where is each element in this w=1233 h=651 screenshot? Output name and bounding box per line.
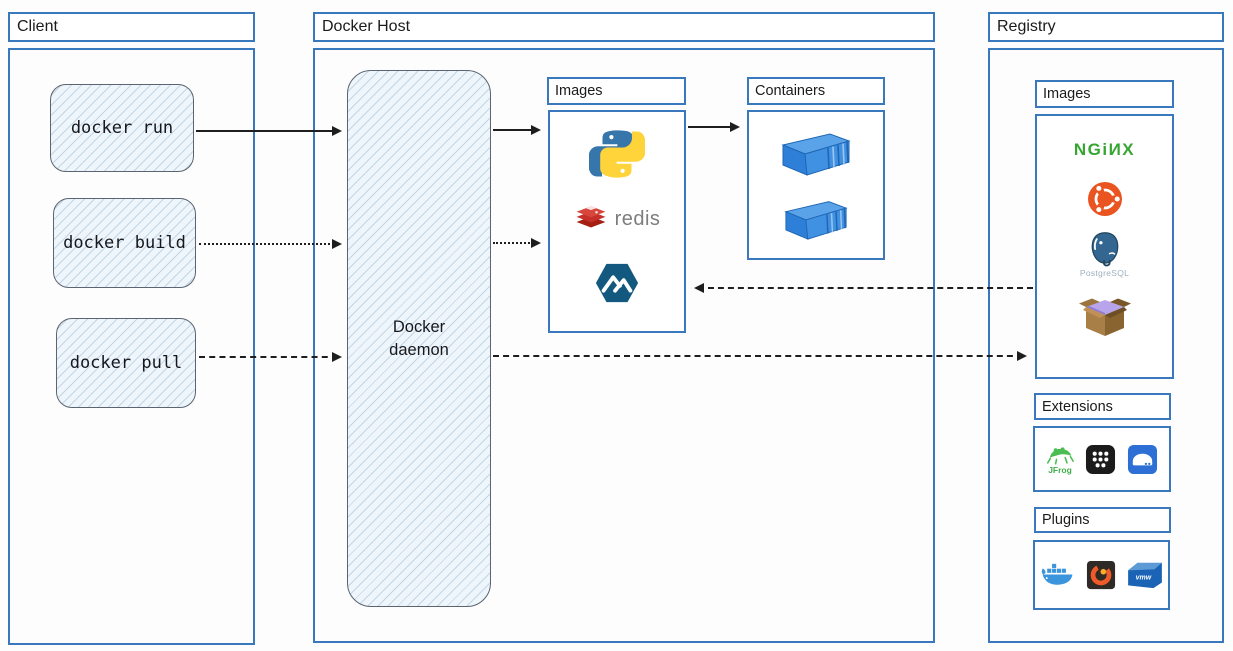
arrow-pull-to-daemon (199, 352, 342, 362)
docker-host-section (313, 48, 935, 643)
host-images-panel-title: Images (547, 77, 686, 105)
registry-images-panel: NGiИX PostgreSQL (1035, 114, 1174, 379)
arrow-daemon-to-images (493, 125, 541, 135)
docker-daemon-box: Docker daemon (347, 70, 491, 607)
client-title-box: Client (8, 12, 255, 42)
ubuntu-icon (1087, 182, 1122, 216)
server-icon (1127, 444, 1158, 474)
registry-section (988, 48, 1224, 643)
docker-host-title-box: Docker Host (313, 12, 935, 42)
postgresql-icon (1091, 232, 1118, 267)
plugins-title-text: Plugins (1042, 512, 1090, 528)
containers-title-text: Containers (755, 83, 826, 99)
plugins-panel: vmw (1033, 540, 1170, 610)
busybox-icon (1078, 298, 1131, 336)
arrow-registry-to-images (694, 283, 1033, 293)
container-icon (784, 201, 848, 240)
docker-run-box: docker run (50, 84, 194, 172)
extensions-panel-title: Extensions (1034, 393, 1171, 420)
host-images-title-text: Images (555, 83, 603, 99)
docker-pull-box: docker pull (56, 318, 196, 408)
nginx-logo: NGiИX (1073, 140, 1136, 159)
registry-title-box: Registry (988, 12, 1224, 42)
dots-grid-icon (1085, 444, 1116, 474)
docker-host-title: Docker Host (322, 18, 411, 35)
python-icon (589, 130, 645, 178)
client-section (8, 48, 255, 645)
docker-build-box: docker build (53, 198, 196, 288)
registry-images-title-text: Images (1043, 86, 1091, 102)
vmware-icon: vmw (1127, 562, 1162, 589)
host-images-panel: redis (548, 110, 686, 333)
client-title: Client (17, 18, 58, 35)
arrow-build-to-daemon (199, 239, 342, 249)
docker-run-label: docker run (70, 118, 174, 138)
vmware-logo-text: vmw (1135, 575, 1151, 582)
grafana-icon (1086, 560, 1115, 590)
container-icon (781, 133, 851, 176)
jfrog-icon (1046, 446, 1074, 465)
postgresql-logo-text: PostgreSQL (1079, 268, 1130, 278)
plugins-panel-title: Plugins (1034, 507, 1171, 533)
extensions-title-text: Extensions (1042, 398, 1113, 415)
jfrog-logo-text: JFrog (1048, 464, 1072, 475)
arrow-daemon-to-registry (493, 351, 1027, 361)
docker-whale-icon (1041, 563, 1072, 585)
redis-logo-text: redis (614, 207, 661, 230)
redis-icon (576, 206, 606, 228)
extensions-panel: JFrog (1033, 426, 1171, 492)
registry-title: Registry (997, 18, 1056, 35)
arrow-daemon-to-images-2 (493, 238, 541, 248)
docker-build-label: docker build (63, 233, 186, 253)
containers-panel-title: Containers (747, 77, 885, 105)
registry-images-panel-title: Images (1035, 80, 1174, 108)
arrow-run-to-daemon (196, 126, 342, 136)
arrow-images-to-containers (688, 122, 740, 132)
docker-daemon-label: Docker daemon (389, 318, 449, 359)
containers-panel (747, 110, 885, 260)
alpine-icon (595, 263, 639, 303)
docker-pull-label: docker pull (69, 353, 183, 373)
